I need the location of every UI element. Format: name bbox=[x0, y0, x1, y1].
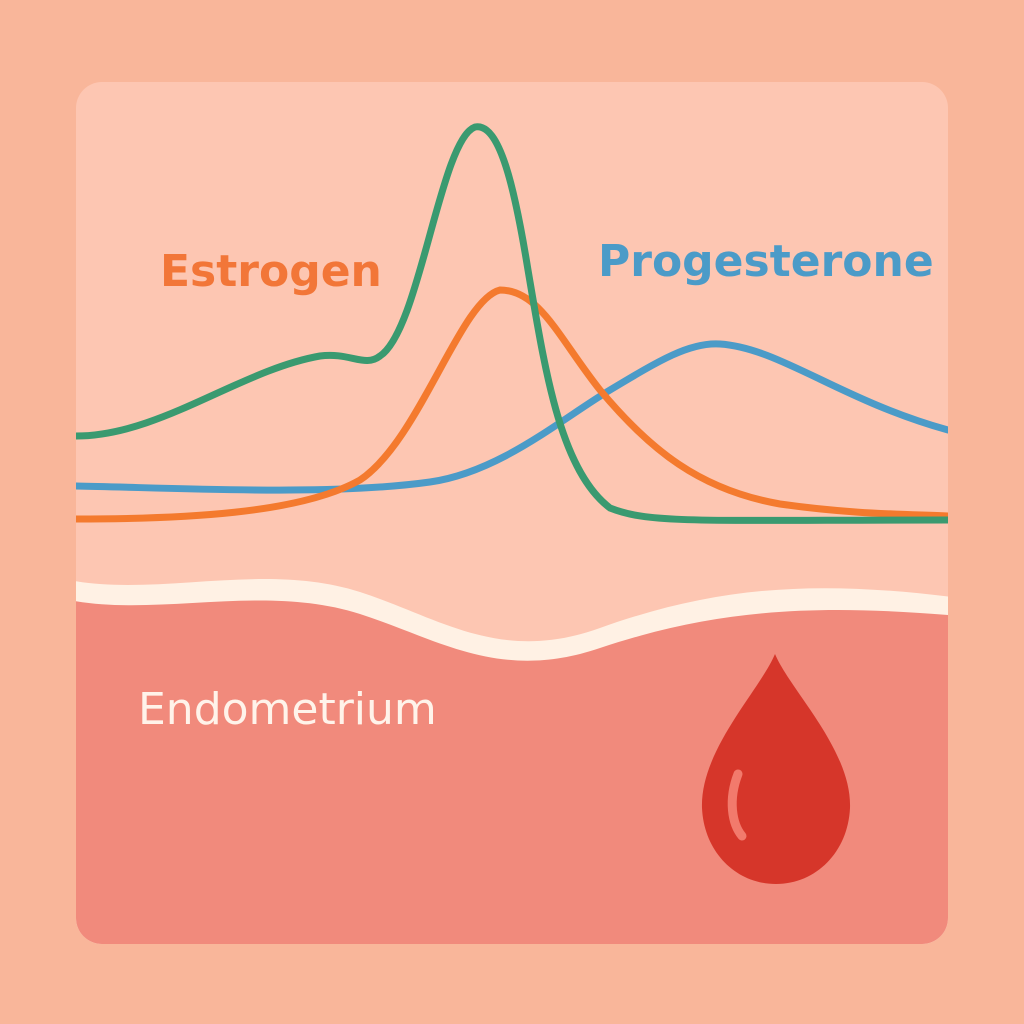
curve-green bbox=[76, 123, 948, 524]
curve-orange bbox=[76, 286, 948, 523]
blood-drop-icon bbox=[701, 654, 851, 884]
progesterone-label: Progesterone bbox=[598, 236, 934, 287]
endometrium-label: Endometrium bbox=[138, 684, 437, 735]
estrogen-label: Estrogen bbox=[160, 246, 382, 297]
blood-drop-highlight bbox=[727, 769, 747, 841]
curve-blue bbox=[76, 340, 948, 494]
